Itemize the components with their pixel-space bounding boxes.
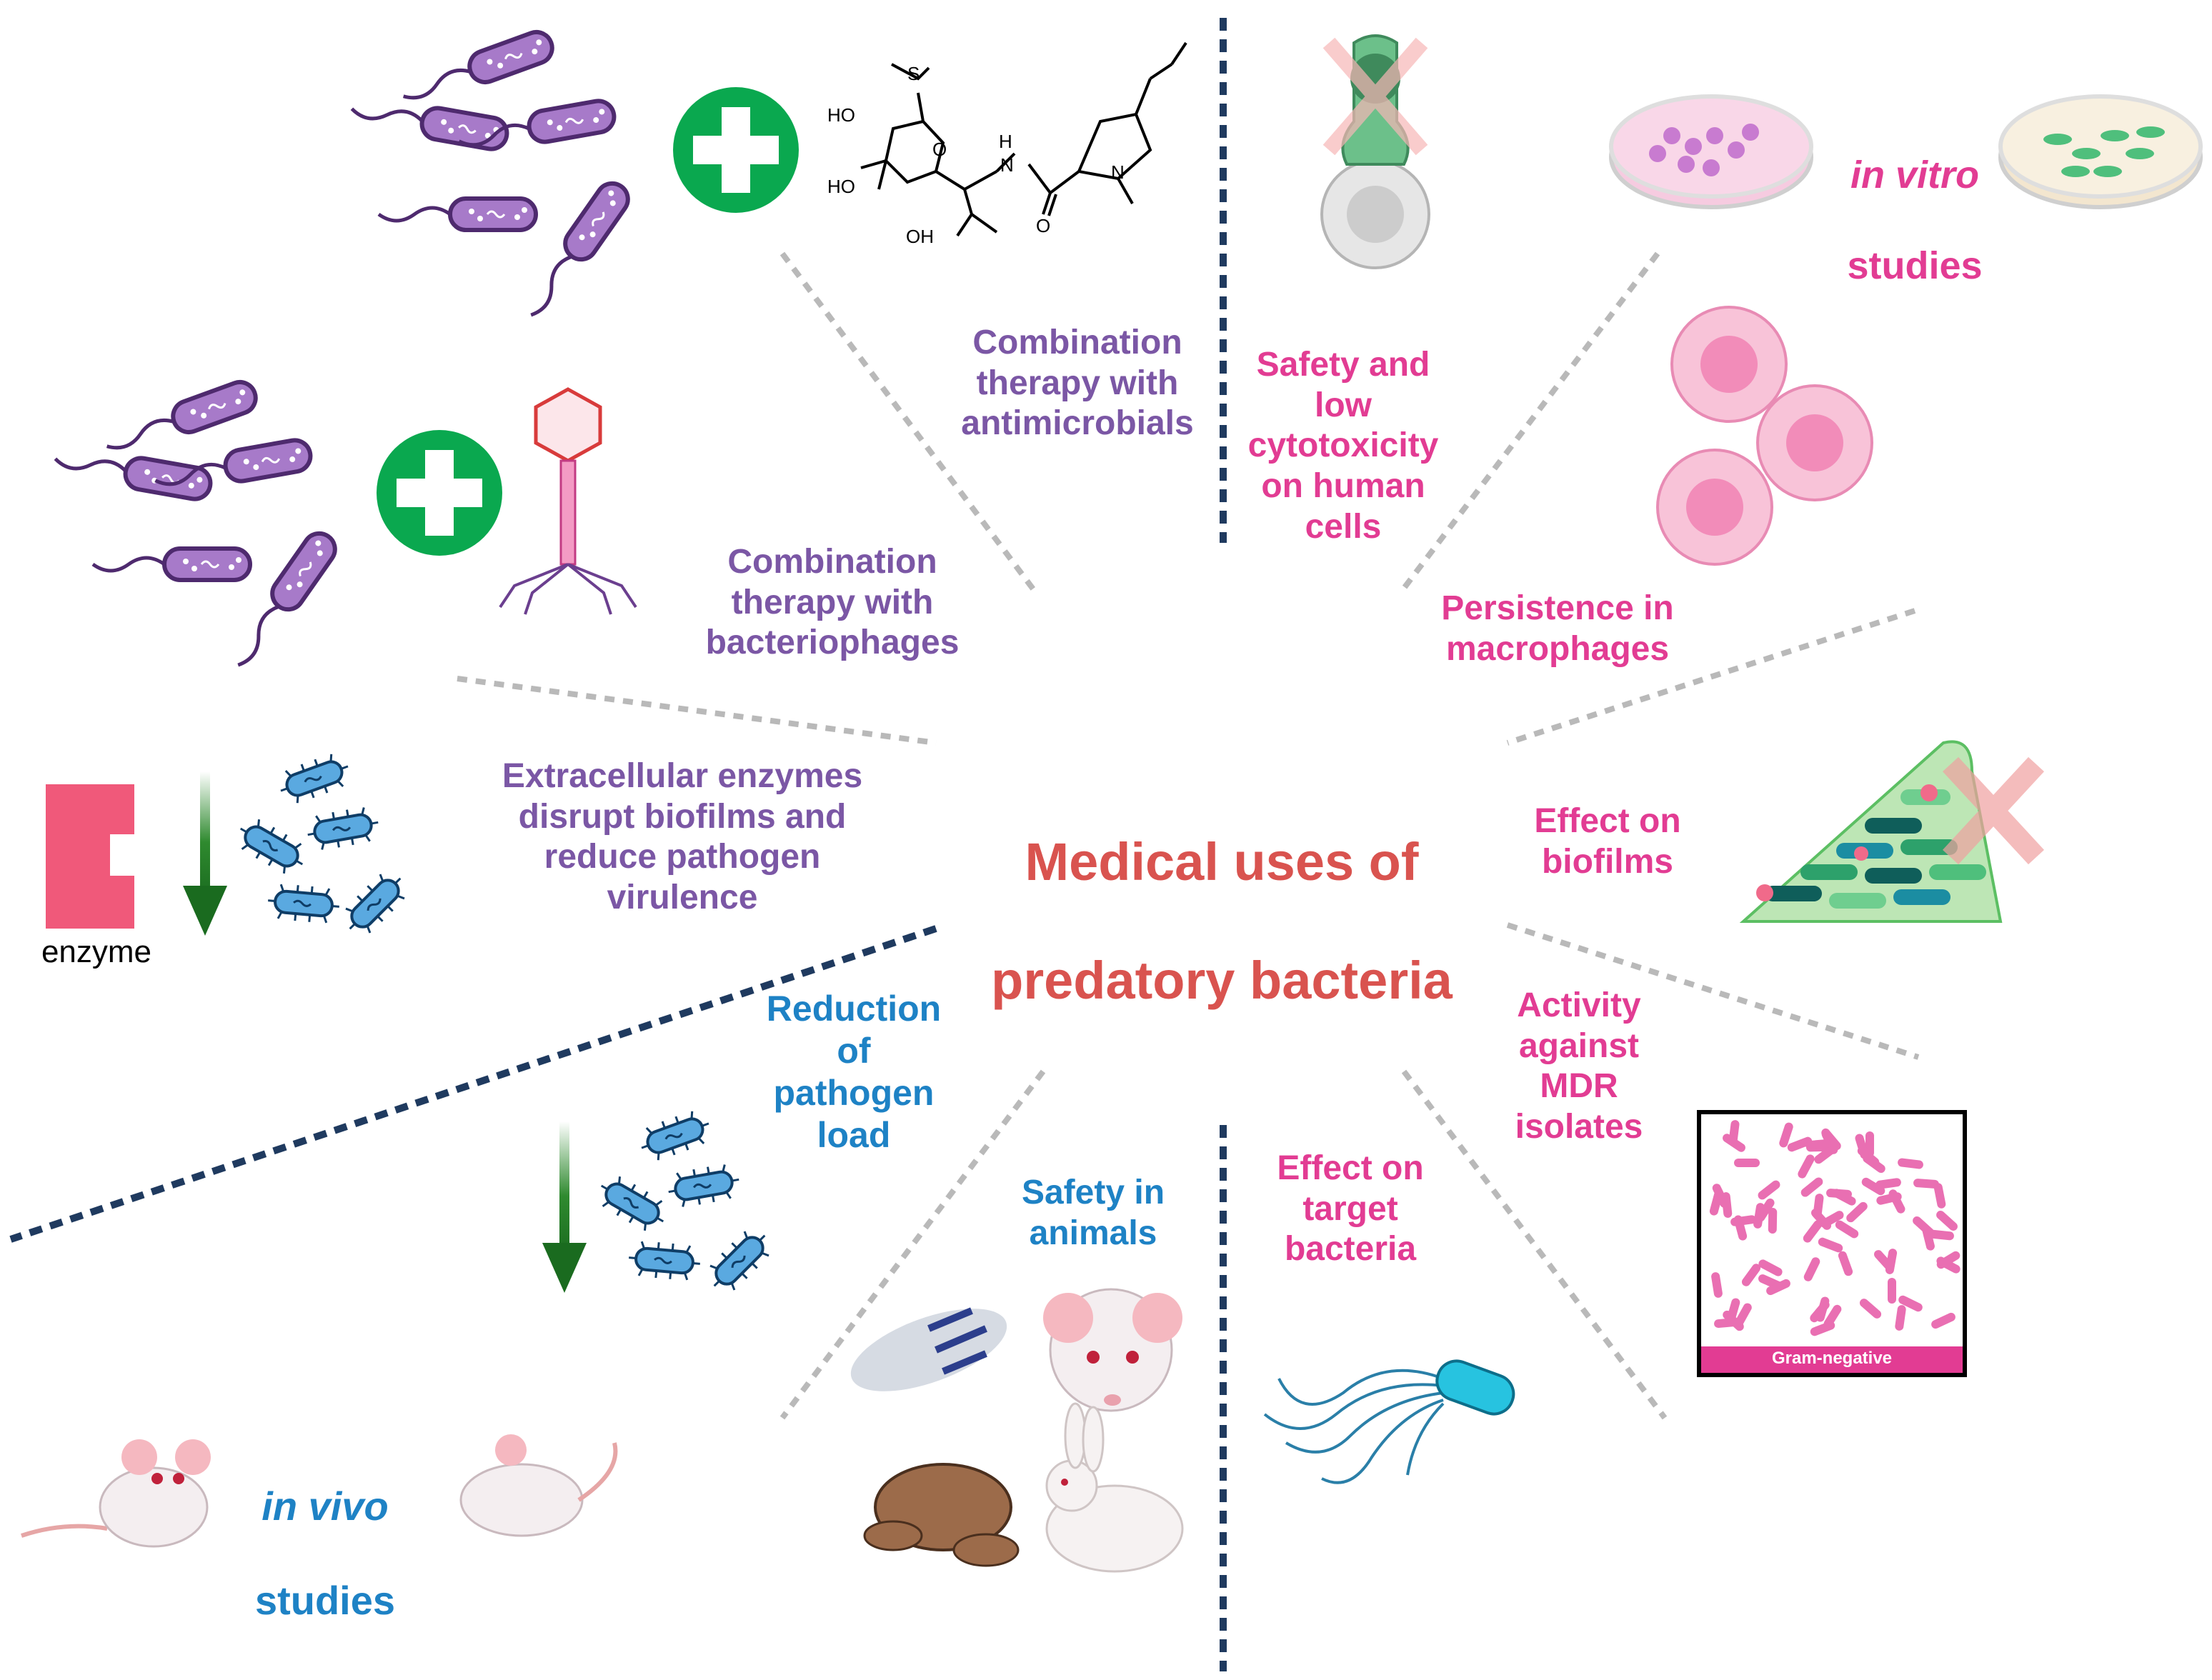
- blue-bacteria-icon: [230, 748, 413, 941]
- label-bacteriophages: Combination therapy with bacteriophages: [705, 543, 960, 662]
- atom-s: S: [907, 63, 920, 84]
- label-in-vivo-line2: studies: [254, 1578, 396, 1624]
- biofilm-icon: [1739, 740, 2045, 923]
- atom-n-pyr: N: [1111, 161, 1125, 183]
- connector-safety-cells: [1398, 251, 1660, 595]
- cytotoxicity-cell-icon: [1320, 34, 1430, 269]
- connector-antimicrobials: [779, 251, 1039, 595]
- petri-dish-icon: [1998, 94, 2203, 209]
- label-biofilms: Effect on biofilms: [1534, 802, 1681, 881]
- label-in-vitro-line2: studies: [1847, 244, 1983, 288]
- atom-co-o: O: [1036, 215, 1050, 236]
- enzyme-icon: [46, 784, 134, 929]
- label-safety-cells: Safety and low cytotoxicity on human cel…: [1247, 346, 1439, 546]
- down-arrow-icon: [542, 1121, 587, 1293]
- label-target-bacteria: Effect on target bacteria: [1277, 1149, 1424, 1269]
- connector-pathogen-load: [779, 1069, 1046, 1420]
- macrophage-icon: [1656, 306, 1873, 566]
- pink-rod: [1734, 1159, 1760, 1167]
- title-line-1: Medical uses of: [1025, 831, 1419, 891]
- purple-bacteria-icon: [349, 28, 634, 324]
- label-in-vitro: in vitro studies: [1815, 107, 2015, 335]
- atom-o-ring: O: [932, 139, 947, 160]
- pink-rod: [1888, 1278, 1896, 1304]
- purple-bacteria-icon: [53, 378, 342, 674]
- petri-dish-icon: [1609, 94, 1813, 209]
- connector-macrophages: [1506, 608, 1916, 746]
- green-plus-icon: [673, 87, 799, 213]
- bacteriophage-icon: [499, 387, 637, 615]
- enzyme-caption: enzyme: [41, 934, 152, 969]
- connector-mdr: [1401, 1069, 1668, 1420]
- rabbit-icon: [1045, 1402, 1184, 1573]
- connector-bacteriophages: [457, 676, 937, 746]
- atom-ho1: HO: [827, 104, 855, 126]
- label-in-vivo-line1: in vivo: [261, 1484, 389, 1529]
- label-mdr: Activity against MDR isolates: [1515, 986, 1643, 1146]
- molecule-atom-labels: S HO HO OH O H N O N: [827, 63, 1125, 247]
- label-safety-animals: Safety in animals: [1021, 1174, 1165, 1252]
- label-antimicrobials: Combination therapy with antimicrobials: [961, 324, 1194, 443]
- atom-ho2: HO: [827, 176, 855, 197]
- antibiotic-molecule-icon: [860, 41, 1187, 237]
- frog-icon: [863, 1463, 1020, 1567]
- label-pathogen-load: Reduction of pathogen load: [766, 989, 942, 1155]
- atom-nh-h: H: [999, 131, 1012, 152]
- green-plus-icon: [377, 430, 502, 556]
- atom-oh: OH: [906, 226, 934, 247]
- label-in-vivo: in vivo studies: [229, 1436, 422, 1671]
- pink-rod: [1825, 1188, 1853, 1199]
- gram-negative-caption: Gram-negative: [1771, 1349, 1893, 1368]
- connector-biofilms: [1506, 922, 1920, 1060]
- gram-negative-slide-icon: [1697, 1110, 1967, 1377]
- title-line-2: predatory bacteria: [991, 950, 1453, 1010]
- down-arrow-icon: [183, 771, 227, 936]
- flagellated-bacterium-icon: [1263, 1359, 1515, 1484]
- pink-rod: [1913, 1178, 1940, 1189]
- atom-nh-n: N: [1000, 154, 1014, 176]
- zebrafish-icon: [850, 1307, 1007, 1391]
- divider-diagonal: [9, 925, 937, 1243]
- connector-lines: [9, 18, 1920, 1671]
- label-macrophages: Persistence in macrophages: [1441, 589, 1674, 668]
- label-enzymes: Extracellular enzymes disrupt biofilms a…: [502, 757, 863, 916]
- mouse-icon: [1043, 1288, 1182, 1412]
- page-title: Medical uses of predatory bacteria: [957, 774, 1486, 1069]
- mouse-icon: [21, 1439, 211, 1548]
- rat-icon: [459, 1434, 618, 1537]
- label-in-vitro-line1: in vitro: [1850, 153, 1979, 196]
